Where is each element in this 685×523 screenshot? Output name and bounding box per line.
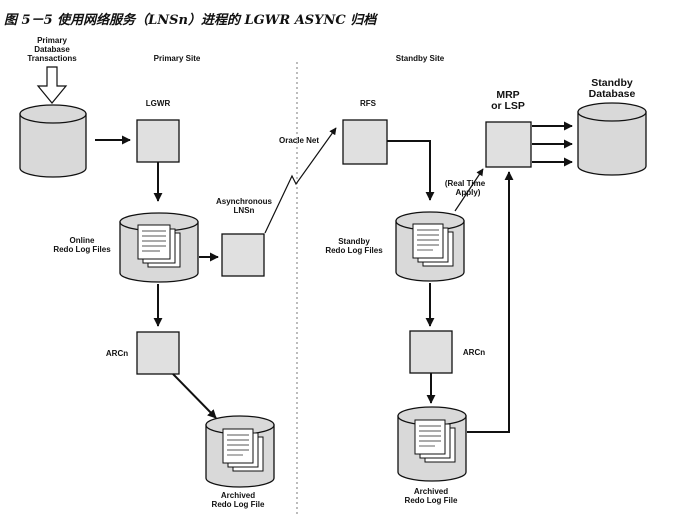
standby-arcn-label: ARCn (463, 348, 485, 357)
transactions-label-line1: Primary (37, 36, 67, 45)
rfs-label: RFS (360, 99, 377, 108)
real-time-apply-label-line1: (Real Time (445, 179, 486, 188)
mrp-lsp-label-line1: MRP (496, 89, 519, 101)
primary-archived-label-line2: Redo Log File (212, 500, 265, 509)
standby-database-label-line1: Standby (591, 77, 633, 89)
standby-database-icon (577, 102, 647, 176)
standby-redo-label-line1: Standby (338, 237, 370, 246)
oracle-net-label: Oracle Net (279, 136, 319, 145)
arrow-archive-to-mrp (467, 171, 514, 433)
standby-archived-label-line2: Redo Log File (405, 496, 458, 505)
transactions-label-line3: Transactions (27, 54, 77, 63)
arrow-rfs-to-standby-redo (387, 140, 435, 201)
oracle-net-link (264, 127, 337, 234)
standby-site-label: Standby Site (396, 54, 445, 63)
standby-arcn-process-box (409, 330, 453, 374)
lgwr-label: LGWR (146, 99, 171, 108)
online-redo-label-line1: Online (70, 236, 95, 245)
rfs-process-box (342, 119, 388, 165)
primary-site-label: Primary Site (154, 54, 201, 63)
primary-arcn-label: ARCn (106, 349, 128, 358)
lgwr-process-box (136, 119, 180, 163)
arrow-primary-arcn-to-archive (172, 373, 217, 419)
primary-arcn-process-box (136, 331, 180, 375)
standby-redo-log-icon (395, 211, 465, 282)
standby-archived-label-line1: Archived (414, 487, 448, 496)
mrp-lsp-process-box (485, 121, 532, 168)
primary-database-icon (19, 104, 87, 178)
primary-archived-log-icon (205, 415, 275, 488)
standby-archived-log-icon (397, 406, 467, 482)
standby-redo-label-line2: Redo Log Files (325, 246, 383, 255)
standby-database-label-line2: Database (589, 88, 636, 100)
real-time-apply-label-line2: Apply) (456, 188, 481, 197)
mrp-lsp-label-line2: or LSP (491, 100, 525, 112)
transactions-label-line2: Database (34, 45, 70, 54)
transactions-arrow-icon (36, 66, 68, 104)
lnsn-label-line2: LNSn (234, 206, 255, 215)
online-redo-log-icon (119, 212, 199, 283)
figure-caption: 图 5－5 使用网络服务（LNSn）进程的 LGWR ASYNC 归档 (4, 13, 377, 28)
lnsn-process-box (221, 233, 265, 277)
arrow-real-time-apply (454, 168, 484, 212)
lnsn-label-line1: Asynchronous (216, 197, 273, 206)
online-redo-label-line2: Redo Log Files (53, 245, 111, 254)
primary-archived-label-line1: Archived (221, 491, 255, 500)
